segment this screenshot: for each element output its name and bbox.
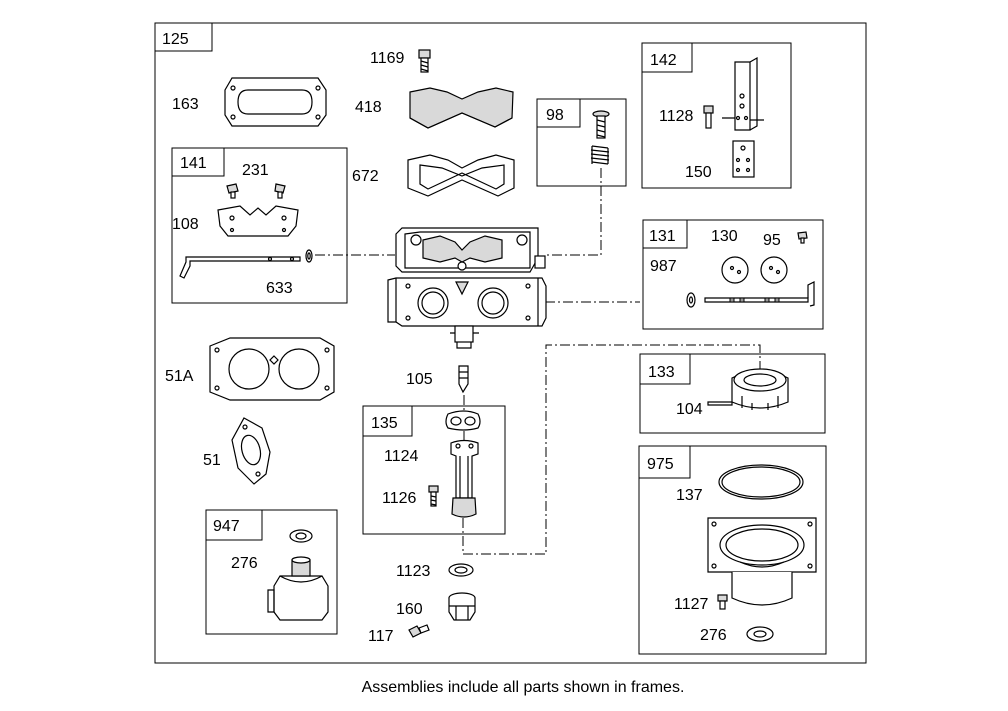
label-1124: 1124: [384, 448, 419, 465]
throttle-shaft-131: [704, 281, 815, 307]
svg-text:141: 141: [180, 155, 207, 172]
plate-150: [732, 140, 755, 178]
screw-231-left: [226, 183, 239, 199]
label-1169: 1169: [370, 50, 405, 67]
seal-987: [686, 292, 696, 308]
carburetor-body: [387, 227, 547, 349]
label-276-947: 276: [231, 555, 258, 572]
label-987: 987: [650, 258, 677, 275]
solenoid-947: [267, 556, 329, 621]
frame-947: 947: [205, 509, 338, 635]
svg-text:975: 975: [647, 456, 674, 473]
label-160: 160: [396, 601, 423, 618]
label-137: 137: [676, 487, 703, 504]
frame-141: 141: [171, 147, 348, 304]
spring-98: [590, 145, 610, 165]
bowl-975: [707, 517, 817, 606]
svg-text:133: 133: [648, 364, 675, 381]
label-105: 105: [406, 371, 433, 388]
label-1126: 1126: [382, 490, 417, 507]
label-51A: 51A: [165, 368, 194, 385]
screw-95: [797, 231, 808, 244]
svg-text:142: 142: [650, 52, 677, 69]
bracket-142: [722, 56, 764, 131]
frame-131: 131: [642, 219, 824, 330]
plate-418: [409, 87, 514, 129]
o-ring-137: [718, 464, 804, 500]
gasket-1124: [445, 410, 481, 431]
gasket-51A: [209, 337, 335, 401]
outer-frame-tab: [154, 22, 213, 52]
outer-frame-label: 125: [162, 31, 189, 48]
screw-231-right: [274, 183, 286, 199]
caption: Assemblies include all parts shown in fr…: [362, 679, 685, 696]
gasket-672: [407, 154, 515, 197]
svg-text:131: 131: [649, 228, 676, 245]
label-51: 51: [203, 452, 221, 469]
throttle-plate-130-right: [760, 256, 788, 284]
jet-1126: [428, 485, 439, 507]
washer-276-947: [289, 529, 313, 543]
frame-98: 98: [536, 98, 627, 187]
outer-frame: [154, 22, 867, 664]
screw-1127: [717, 594, 728, 610]
pin-104: [707, 401, 733, 406]
label-1123: 1123: [396, 563, 431, 580]
label-1128: 1128: [659, 108, 694, 125]
label-150: 150: [685, 164, 712, 181]
label-231: 231: [242, 162, 269, 179]
frame-135: 135: [362, 405, 506, 535]
screw-117: [408, 624, 430, 638]
frame-975: 975: [638, 445, 827, 655]
gasket-163: [224, 77, 327, 127]
lever-108: [217, 205, 299, 237]
label-130: 130: [711, 228, 738, 245]
label-108: 108: [172, 216, 199, 233]
svg-text:98: 98: [546, 107, 564, 124]
throttle-plate-130-left: [721, 256, 749, 284]
frame-133: 133: [639, 353, 826, 434]
screw-98: [592, 110, 610, 139]
screw-1169: [418, 49, 431, 73]
washer-276-975: [746, 626, 774, 642]
label-672: 672: [352, 168, 379, 185]
frame-142: 142: [641, 42, 792, 189]
label-633: 633: [266, 280, 293, 297]
needle-105: [458, 365, 469, 394]
seal-633: [305, 249, 313, 263]
emulsion-tube-135: [450, 439, 479, 518]
label-104: 104: [676, 401, 703, 418]
nut-160: [448, 592, 476, 621]
svg-text:135: 135: [371, 415, 398, 432]
screw-1128: [703, 105, 714, 129]
label-276-975: 276: [700, 627, 727, 644]
label-117: 117: [368, 628, 394, 645]
gasket-51: [231, 417, 271, 485]
label-95: 95: [763, 232, 781, 249]
washer-1123: [448, 563, 474, 577]
label-418: 418: [355, 99, 382, 116]
svg-text:947: 947: [213, 518, 240, 535]
shaft-141: [179, 256, 301, 279]
float-133: [731, 368, 789, 410]
label-1127: 1127: [674, 596, 709, 613]
label-163: 163: [172, 96, 199, 113]
